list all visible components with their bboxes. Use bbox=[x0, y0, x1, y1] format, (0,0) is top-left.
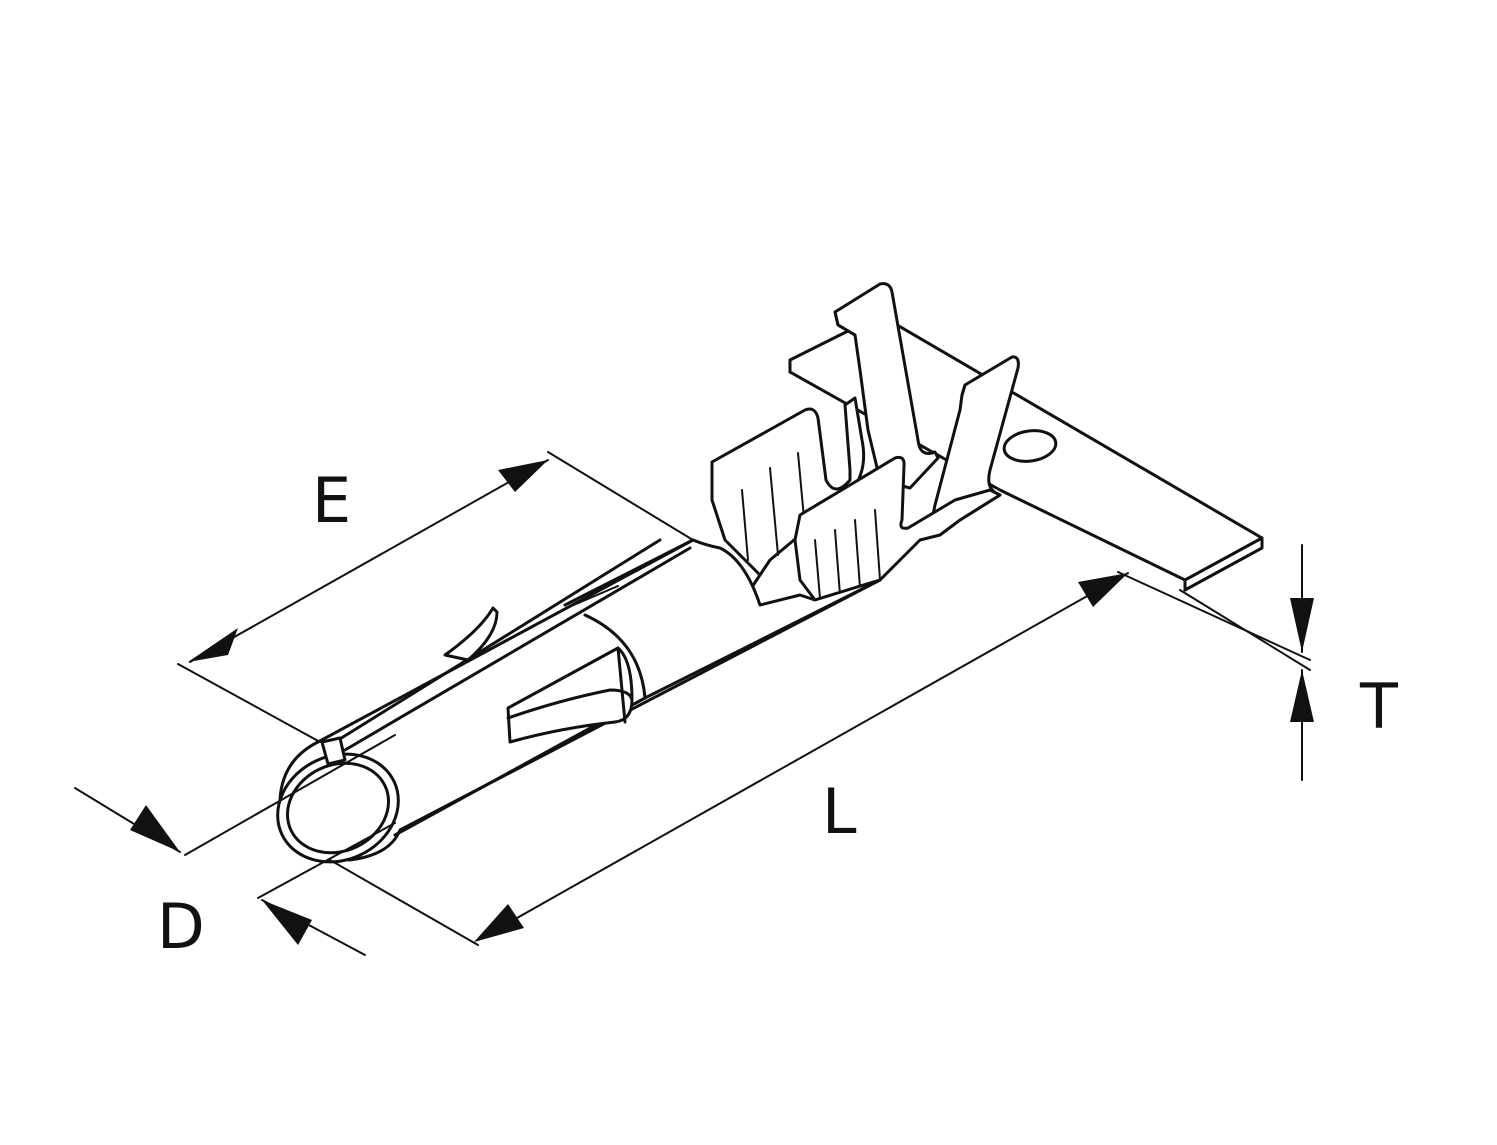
dimension-label-e: E bbox=[312, 464, 351, 537]
spring-lance bbox=[443, 606, 499, 662]
arrowhead-l-start bbox=[474, 904, 524, 942]
dimension-e: E bbox=[177, 451, 694, 743]
terminal-body bbox=[276, 282, 1264, 864]
arrowhead-e-end bbox=[498, 460, 548, 492]
arrowhead-t-bottom bbox=[1290, 670, 1314, 722]
dimension-label-t: T bbox=[1359, 670, 1399, 743]
arrowhead-l-end bbox=[1078, 573, 1128, 607]
barrel-opening-inner bbox=[285, 761, 391, 855]
tongue-hole bbox=[1002, 429, 1058, 463]
arrowhead-d-top bbox=[130, 805, 180, 852]
dimension-l: L bbox=[329, 571, 1311, 946]
arrowhead-e-start bbox=[188, 628, 238, 662]
conductor-wing-front bbox=[793, 455, 1002, 602]
arrowhead-d-bottom bbox=[262, 900, 312, 945]
dimension-label-d: D bbox=[157, 890, 205, 963]
dimension-label-l: L bbox=[822, 775, 857, 848]
dimension-t: T bbox=[1179, 544, 1399, 781]
barrel-opening-outer bbox=[276, 752, 400, 864]
dimension-d: D bbox=[74, 734, 396, 963]
arrowhead-t-top bbox=[1290, 598, 1314, 652]
